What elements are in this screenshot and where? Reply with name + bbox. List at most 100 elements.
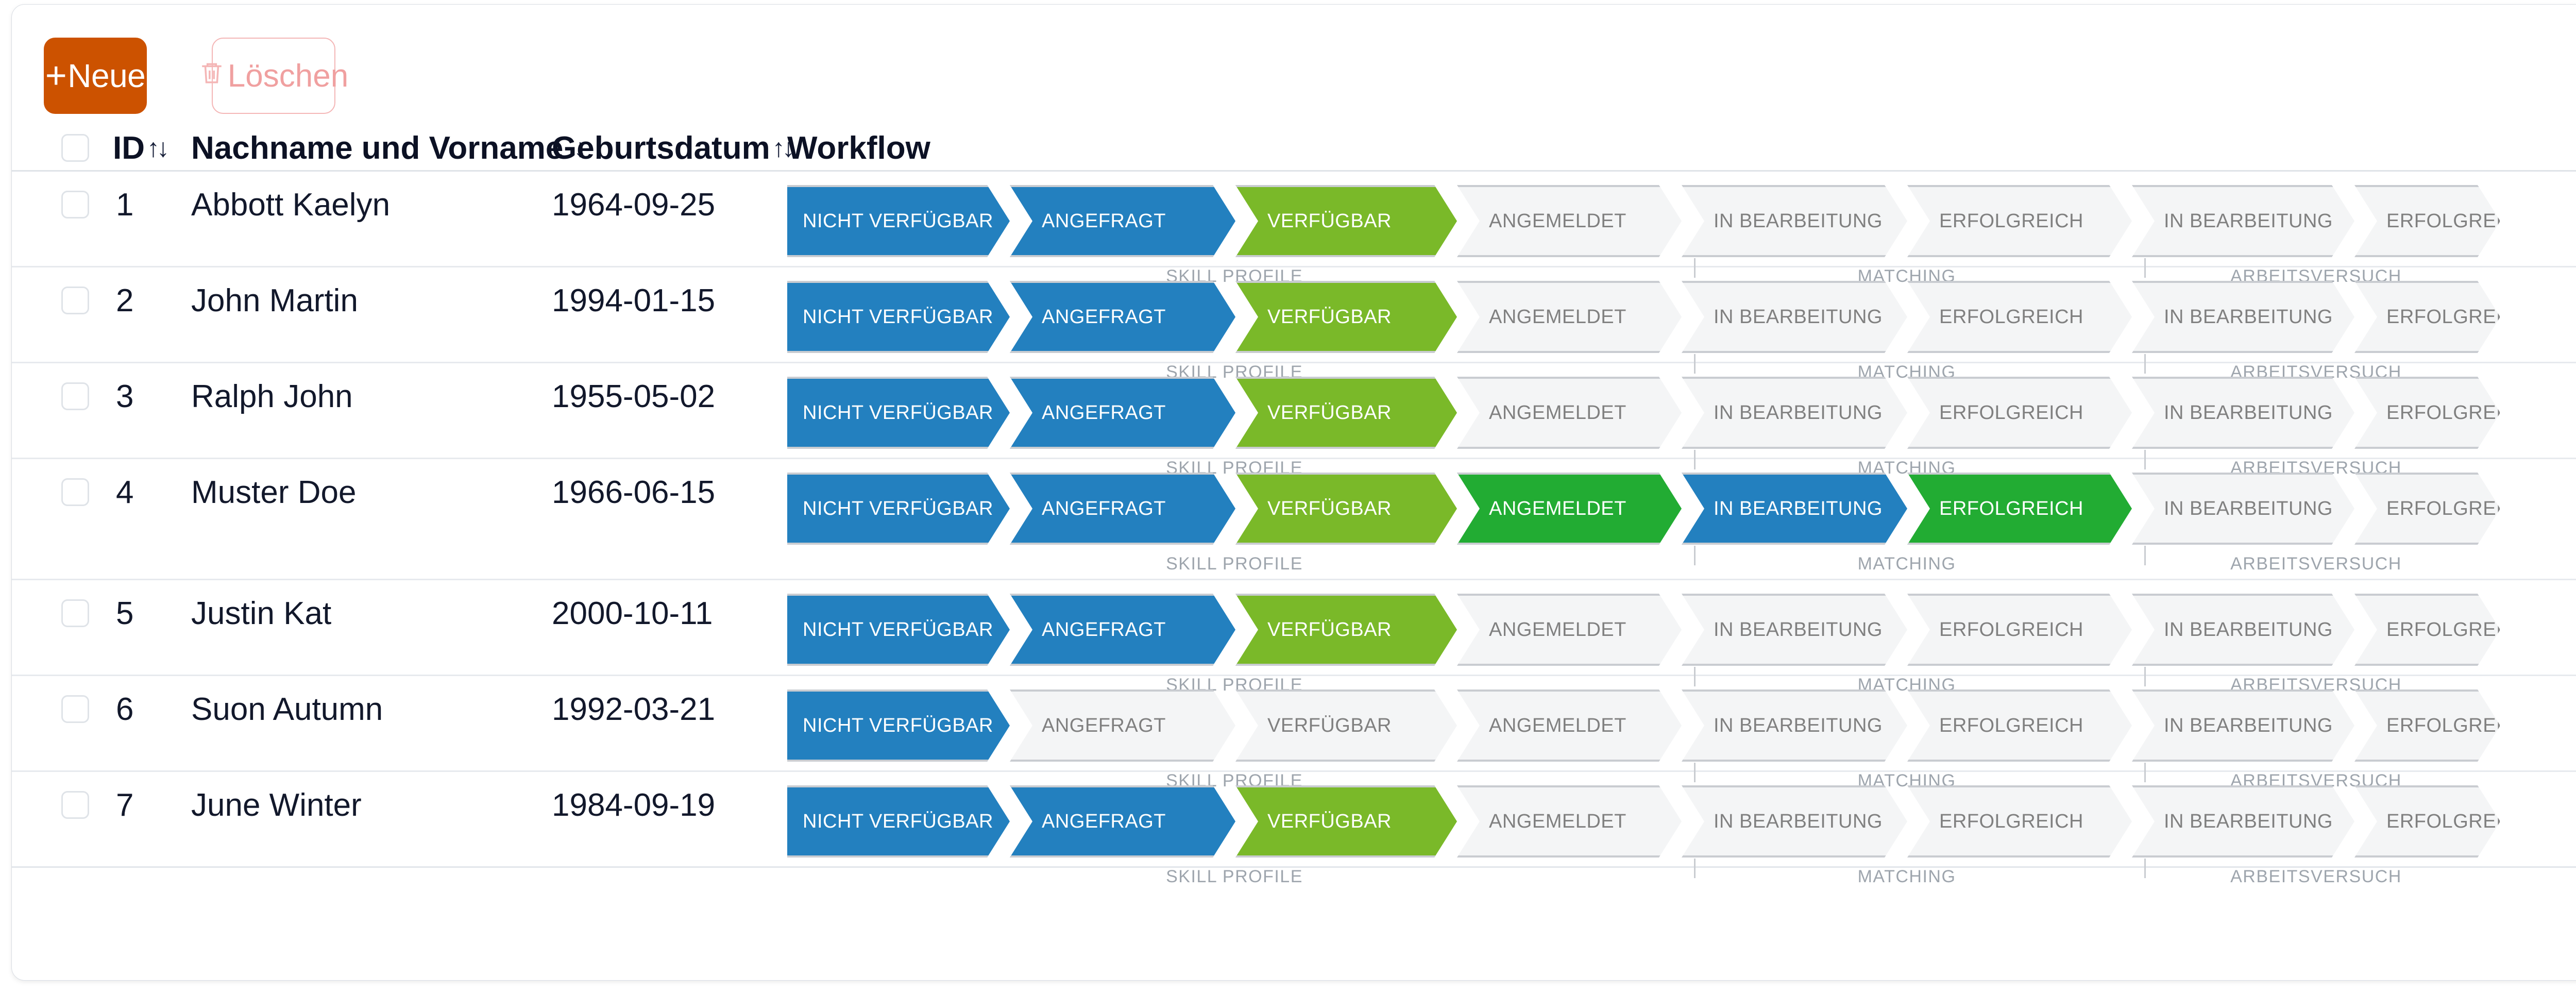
workflow-step[interactable]: ERFOLGREICH [1907,281,2132,353]
workflow-step-label: NICHT VERFÜGBAR [803,210,993,232]
workflow-step-label: IN BEARBEITUNG [2164,810,2333,832]
workflow-step[interactable]: ANGEMELDET [1457,377,1682,449]
column-header-birthdate-label: Geburtsdatum [552,130,770,166]
workflow-group-divider [2144,667,2146,686]
workflow-step[interactable]: VERFÜGBAR [1235,281,1457,353]
workflow-step[interactable]: IN BEARBEITUNG [1682,377,1907,449]
column-header-birthdate[interactable]: Geburtsdatum ↑↓ [552,124,795,172]
workflow-step[interactable]: ANGEFRAGT [1010,185,1235,257]
column-header-name[interactable]: Nachname und Vorname ↓ [191,124,586,172]
workflow-step[interactable]: ERFOLGREICH [1907,377,2132,449]
workflow-step[interactable]: ANGEFRAGT [1010,377,1235,449]
workflow-step[interactable]: ANGEMELDET [1457,594,1682,666]
workflow-step-label: VERFÜGBAR [1267,401,1392,424]
workflow-step-label: ERFOLGREICH [1939,401,2083,424]
workflow-step[interactable]: NICHT VERFÜGBAR [787,185,1010,257]
workflow-step[interactable]: NICHT VERFÜGBAR [787,690,1010,762]
workflow-step[interactable]: NICHT VERFÜGBAR [787,377,1010,449]
row-select-cell [61,477,89,508]
workflow-step[interactable]: IN BEARBEITUNG [1682,594,1907,666]
row-checkbox[interactable] [61,478,89,506]
workflow-step[interactable]: IN BEARBEITUNG [1682,185,1907,257]
row-checkbox[interactable] [61,382,89,410]
workflow-step[interactable]: ERFOLGREICH [2354,594,2500,666]
workflow-step[interactable]: VERFÜGBAR [1235,690,1457,762]
workflow-step[interactable]: IN BEARBEITUNG [2132,281,2354,353]
workflow-step[interactable]: ANGEMELDET [1457,281,1682,353]
workflow-step[interactable]: ERFOLGREICH [2354,281,2500,353]
data-grid-card: +Neue Löschen 10 ∨ [11,4,2576,981]
workflow-step[interactable]: ERFOLGREICH [2354,185,2500,257]
cell-id: 3 [116,378,134,414]
row-checkbox[interactable] [61,791,89,819]
row-checkbox[interactable] [61,287,89,314]
cell-id: 2 [116,282,134,318]
workflow-step[interactable]: IN BEARBEITUNG [1682,281,1907,353]
workflow-step[interactable]: ERFOLGREICH [1907,473,2132,545]
workflow-step[interactable]: ANGEMELDET [1457,785,1682,858]
workflow-step[interactable]: IN BEARBEITUNG [1682,785,1907,858]
workflow-step[interactable]: ANGEMELDET [1457,473,1682,545]
workflow-step[interactable]: ERFOLGREICH [1907,690,2132,762]
workflow-step[interactable]: NICHT VERFÜGBAR [787,594,1010,666]
workflow-step[interactable]: ERFOLGREICH [1907,594,2132,666]
workflow-step[interactable]: IN BEARBEITUNG [1682,473,1907,545]
workflow-step[interactable]: IN BEARBEITUNG [2132,594,2354,666]
column-header-id[interactable]: ID ↑↓ [113,124,170,172]
row-checkbox[interactable] [61,191,89,218]
select-all-checkbox[interactable] [61,134,89,162]
column-header-workflow: Workflow [787,124,930,172]
workflow-step[interactable]: NICHT VERFÜGBAR [787,281,1010,353]
workflow-step[interactable]: ERFOLGREICH [2354,785,2500,858]
workflow-step-label: NICHT VERFÜGBAR [803,714,993,736]
workflow-step[interactable]: ERFOLGREICH [2354,690,2500,762]
cell-birthdate: 2000-10-11 [552,595,713,631]
workflow-step[interactable]: VERFÜGBAR [1235,594,1457,666]
workflow-step[interactable]: ANGEFRAGT [1010,281,1235,353]
workflow-step[interactable]: VERFÜGBAR [1235,377,1457,449]
workflow-step[interactable]: ANGEFRAGT [1010,690,1235,762]
row-checkbox[interactable] [61,599,89,627]
row-select-cell [61,285,89,316]
workflow-step[interactable]: VERFÜGBAR [1235,185,1457,257]
workflow-step[interactable]: NICHT VERFÜGBAR [787,785,1010,858]
workflow-group-label: SKILL PROFILE [1166,867,1303,886]
cell-birthdate: 1992-03-21 [552,691,716,727]
workflow-step[interactable]: IN BEARBEITUNG [1682,690,1907,762]
workflow-step-label: IN BEARBEITUNG [2164,210,2333,232]
workflow-step[interactable]: VERFÜGBAR [1235,473,1457,545]
cell-birthdate: 1994-01-15 [552,282,716,318]
workflow-step[interactable]: IN BEARBEITUNG [2132,690,2354,762]
workflow-step-label: VERFÜGBAR [1267,810,1392,832]
workflow-step[interactable]: ANGEFRAGT [1010,785,1235,858]
workflow-step[interactable]: ERFOLGREICH [1907,185,2132,257]
workflow-step[interactable]: IN BEARBEITUNG [2132,377,2354,449]
delete-button[interactable]: Löschen [202,38,348,114]
workflow-step[interactable]: ERFOLGREICH [2354,377,2500,449]
workflow-step[interactable]: ANGEFRAGT [1010,473,1235,545]
workflow-step[interactable]: VERFÜGBAR [1235,785,1457,858]
workflow-step[interactable]: IN BEARBEITUNG [2132,185,2354,257]
workflow-step[interactable]: ANGEMELDET [1457,185,1682,257]
workflow-step[interactable]: ANGEMELDET [1457,690,1682,762]
workflow-step[interactable]: ERFOLGREICH [2354,473,2500,545]
new-button[interactable]: +Neue [44,38,147,114]
workflow-step[interactable]: NICHT VERFÜGBAR [787,473,1010,545]
workflow-step[interactable]: ERFOLGREICH [1907,785,2132,858]
workflow-step[interactable]: IN BEARBEITUNG [2132,473,2354,545]
workflow-step-label: VERFÜGBAR [1267,210,1392,232]
row-select-cell [61,189,89,220]
row-checkbox[interactable] [61,695,89,723]
workflow-step-label: ERFOLGREICH [1939,497,2083,519]
workflow-step[interactable]: ANGEFRAGT [1010,594,1235,666]
workflow-step[interactable]: IN BEARBEITUNG [2132,785,2354,858]
